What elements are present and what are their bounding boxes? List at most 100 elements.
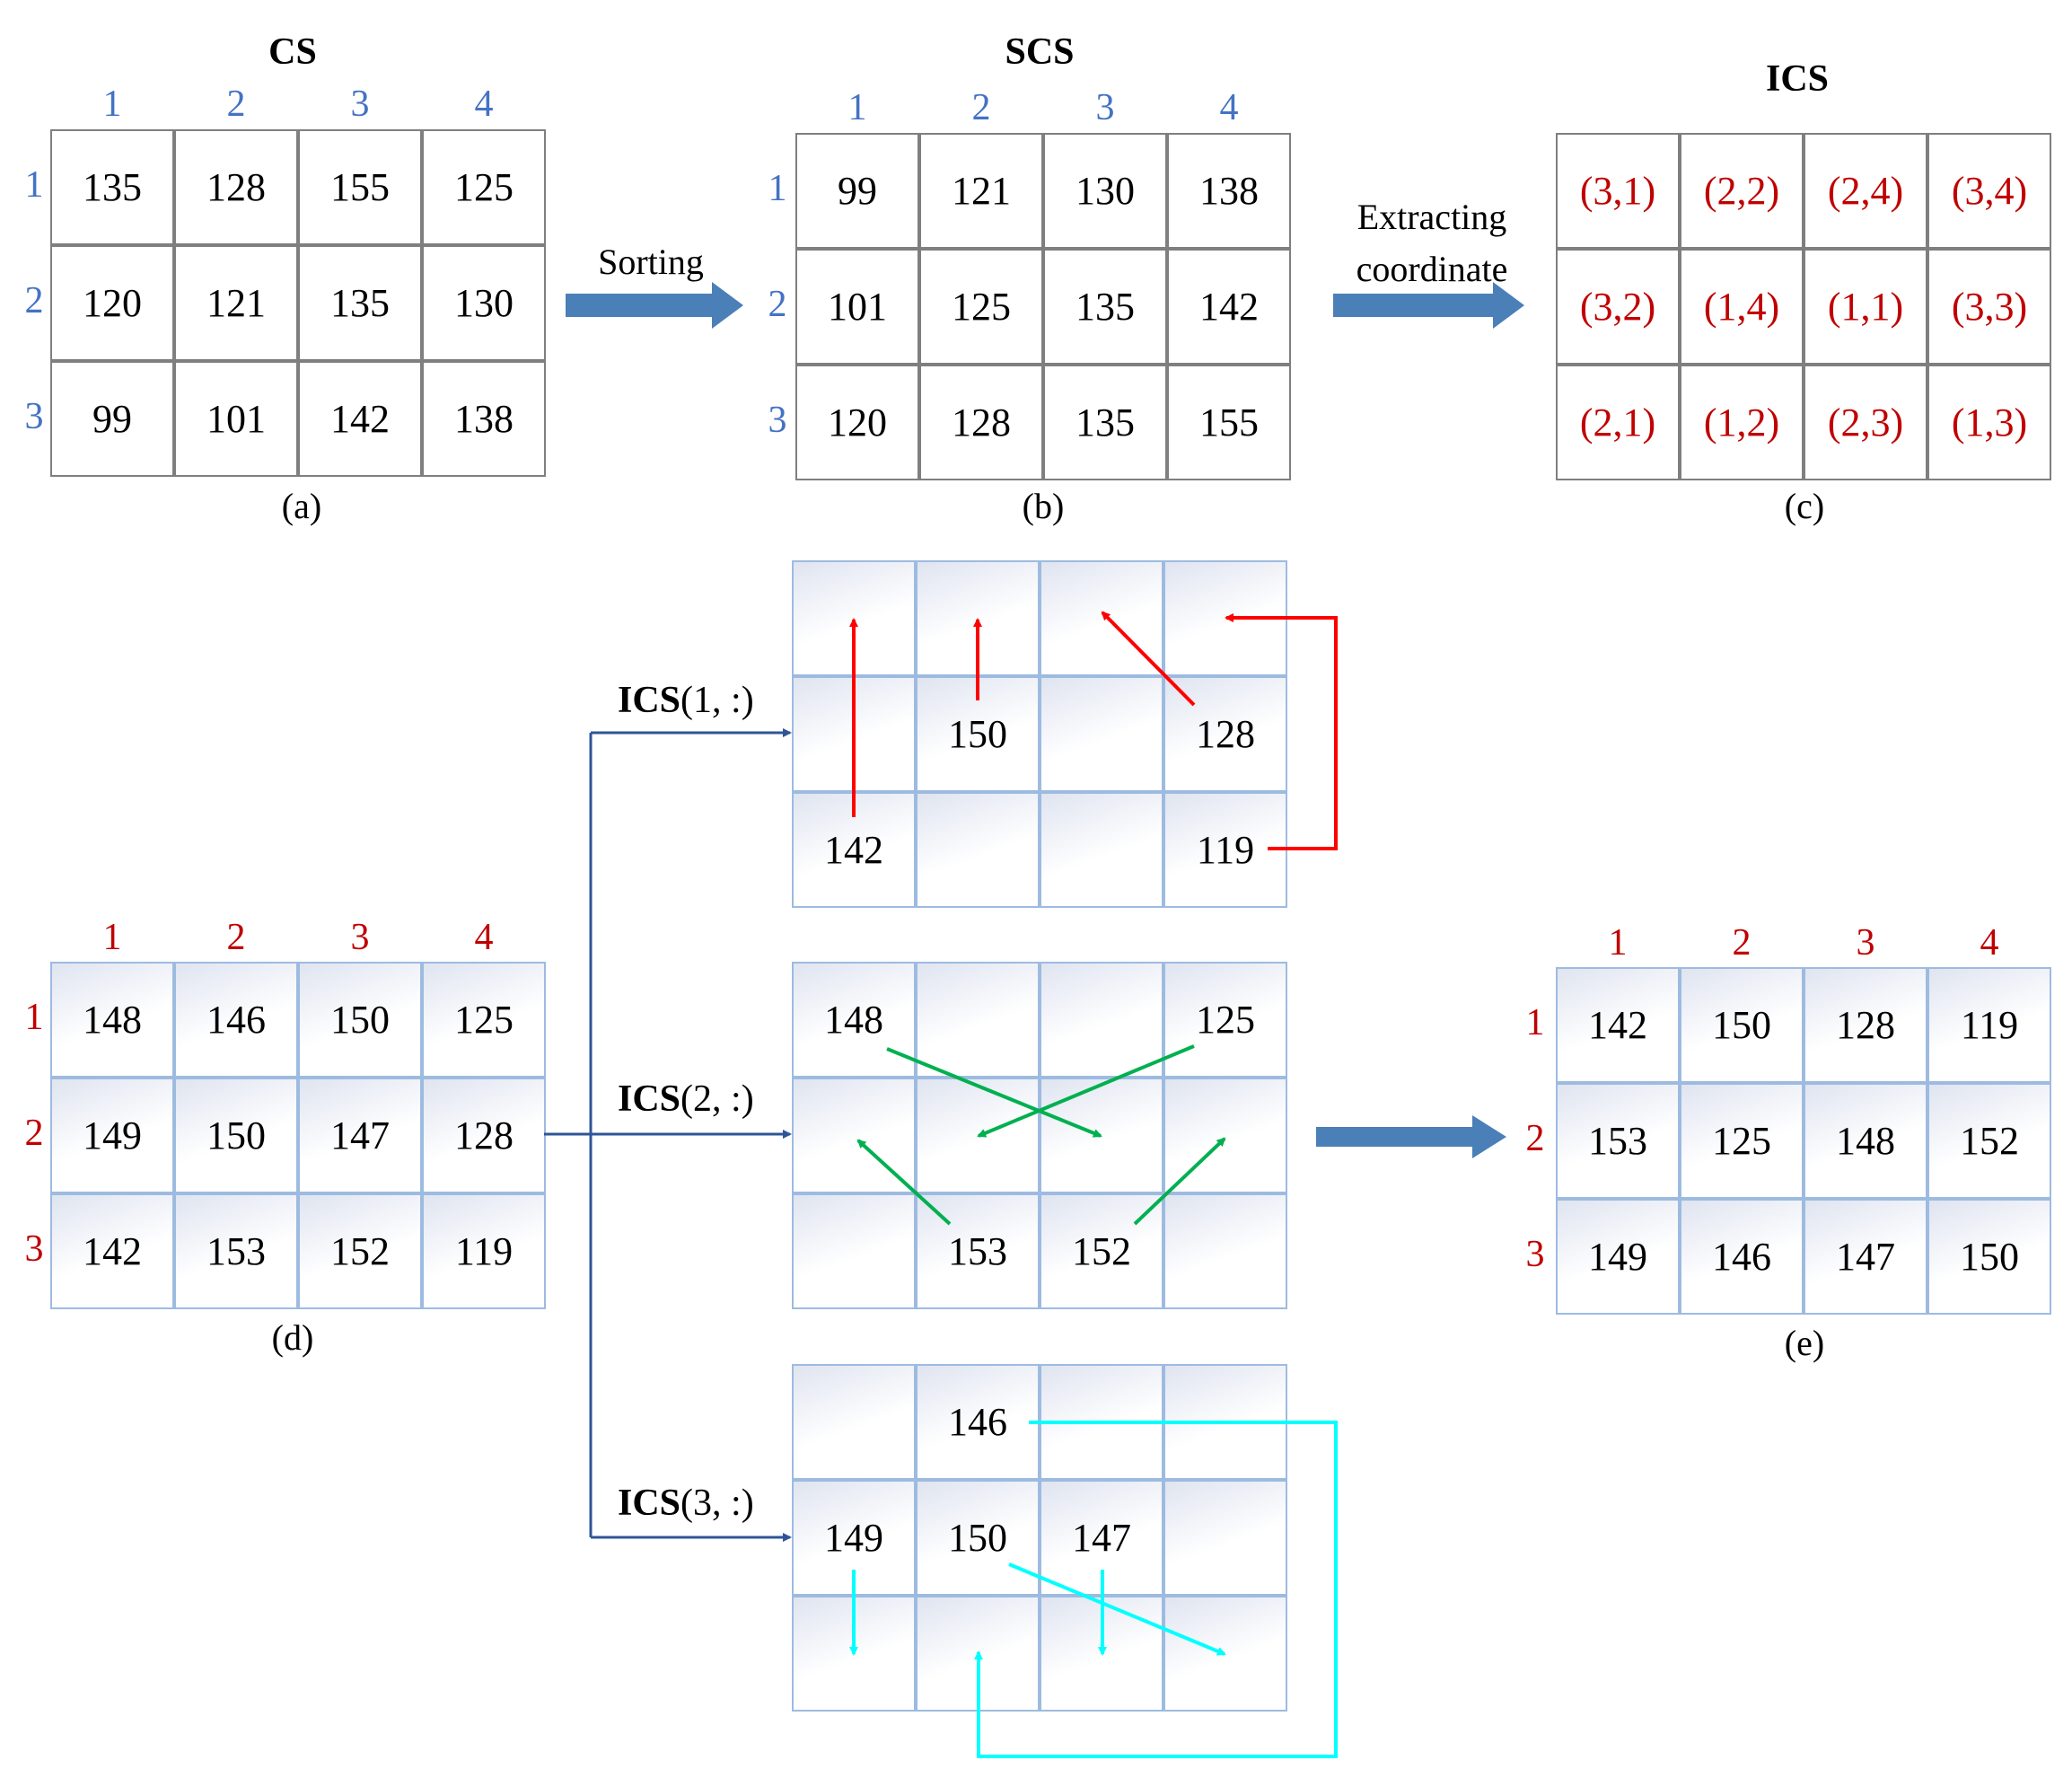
step2-cell: 125 xyxy=(1163,962,1287,1078)
d-col-header: 1 xyxy=(102,917,122,958)
scs-cell: 121 xyxy=(919,133,1043,249)
step2-cell: 148 xyxy=(792,962,916,1078)
cs-col-header: 4 xyxy=(474,84,494,125)
e-cell: 142 xyxy=(1556,967,1680,1083)
ics-cell: (3,1) xyxy=(1556,133,1680,249)
scs-cell: 125 xyxy=(919,249,1043,365)
e-cell: 150 xyxy=(1927,1199,2051,1315)
e-col-header: 4 xyxy=(1980,922,1999,964)
e-row-header: 3 xyxy=(1525,1234,1545,1275)
d-cell: 125 xyxy=(422,962,546,1078)
scs-row-header: 1 xyxy=(768,168,787,209)
scs-cell: 101 xyxy=(795,249,919,365)
cs-cell: 125 xyxy=(422,129,546,245)
scs-cell: 135 xyxy=(1043,249,1167,365)
e-cell: 146 xyxy=(1680,1199,1804,1315)
e-cell: 119 xyxy=(1927,967,2051,1083)
extracting-label: Extracting xyxy=(1356,197,1507,237)
d-cell: 119 xyxy=(422,1193,546,1309)
step3-cell xyxy=(1163,1480,1287,1596)
d-cell: 128 xyxy=(422,1078,546,1193)
scs-cell: 138 xyxy=(1167,133,1291,249)
e-cell: 152 xyxy=(1927,1083,2051,1199)
d-caption: (d) xyxy=(271,1317,314,1358)
result-arrow xyxy=(1316,1115,1506,1158)
step2-cell xyxy=(1163,1193,1287,1309)
cs-cell: 142 xyxy=(298,361,422,477)
cs-row-header: 2 xyxy=(24,280,44,321)
step1-cell xyxy=(916,792,1040,908)
ics-matrix: (3,1)(2,2)(2,4)(3,4)(3,2)(1,4)(1,1)(3,3)… xyxy=(1556,133,2051,480)
scs-cell: 155 xyxy=(1167,365,1291,480)
ics-row2-arrows xyxy=(856,1044,1226,1226)
d-cell: 148 xyxy=(50,962,174,1078)
cs-cell: 135 xyxy=(298,245,422,361)
d-cell: 142 xyxy=(50,1193,174,1309)
e-row-header: 1 xyxy=(1525,1002,1545,1043)
cs-title: CS xyxy=(268,31,317,73)
e-cell: 125 xyxy=(1680,1083,1804,1199)
ics-cell: (2,1) xyxy=(1556,365,1680,480)
cs-cell: 99 xyxy=(50,361,174,477)
ics-cell: (2,2) xyxy=(1680,133,1804,249)
scs-cell: 120 xyxy=(795,365,919,480)
cs-cell: 120 xyxy=(50,245,174,361)
extracting-arrow xyxy=(1333,282,1524,329)
ics-row3-label: ICS(3, :) xyxy=(618,1483,754,1524)
ics-row1-arrows xyxy=(849,611,1338,850)
scs-col-header: 2 xyxy=(971,87,991,128)
e-col-header: 2 xyxy=(1732,922,1752,964)
e-col-header: 1 xyxy=(1608,922,1628,964)
ics-cell: (2,4) xyxy=(1804,133,1927,249)
cs-caption: (a) xyxy=(281,486,322,526)
step2-cell xyxy=(916,962,1040,1078)
ics-cell: (3,2) xyxy=(1556,249,1680,365)
sorting-label: Sorting xyxy=(598,242,704,282)
step3-cell: 146 xyxy=(916,1364,1040,1480)
scs-cell: 130 xyxy=(1043,133,1167,249)
e-cell: 149 xyxy=(1556,1199,1680,1315)
scs-title: SCS xyxy=(1005,31,1075,73)
d-row-header: 1 xyxy=(24,997,44,1038)
e-cell: 147 xyxy=(1804,1199,1927,1315)
d-cell: 153 xyxy=(174,1193,298,1309)
e-caption: (e) xyxy=(1784,1323,1825,1363)
e-cell: 153 xyxy=(1556,1083,1680,1199)
d-cell: 152 xyxy=(298,1193,422,1309)
e-cell: 128 xyxy=(1804,967,1927,1083)
cs-cell: 130 xyxy=(422,245,546,361)
cs-row-header: 1 xyxy=(24,164,44,206)
scs-col-header: 4 xyxy=(1219,87,1239,128)
step2-cell: 152 xyxy=(1040,1193,1163,1309)
e-cell: 148 xyxy=(1804,1083,1927,1199)
scs-row-header: 3 xyxy=(768,400,787,441)
ics-row3-arrows xyxy=(849,1421,1338,1758)
step1-cell: 150 xyxy=(916,676,1040,792)
step1-cell: 128 xyxy=(1163,676,1287,792)
ics-cell: (1,4) xyxy=(1680,249,1804,365)
d-col-header: 2 xyxy=(226,917,246,958)
coordinate-label: coordinate xyxy=(1356,249,1508,289)
cs-col-header: 2 xyxy=(226,84,246,125)
step2-cell xyxy=(1040,962,1163,1078)
scs-col-header: 1 xyxy=(847,87,867,128)
step2-cell xyxy=(792,1078,916,1193)
d-cell: 147 xyxy=(298,1078,422,1193)
e-row-header: 2 xyxy=(1525,1118,1545,1159)
e-col-header: 3 xyxy=(1856,922,1875,964)
cs-cell: 128 xyxy=(174,129,298,245)
cs-row-header: 3 xyxy=(24,396,44,437)
cs-cell: 101 xyxy=(174,361,298,477)
d-col-header: 3 xyxy=(350,917,370,958)
sorting-arrow xyxy=(566,282,743,329)
e-cell: 150 xyxy=(1680,967,1804,1083)
ics-title: ICS xyxy=(1765,58,1830,100)
step3-cell: 150 xyxy=(916,1480,1040,1596)
ics-cell: (1,3) xyxy=(1927,365,2051,480)
